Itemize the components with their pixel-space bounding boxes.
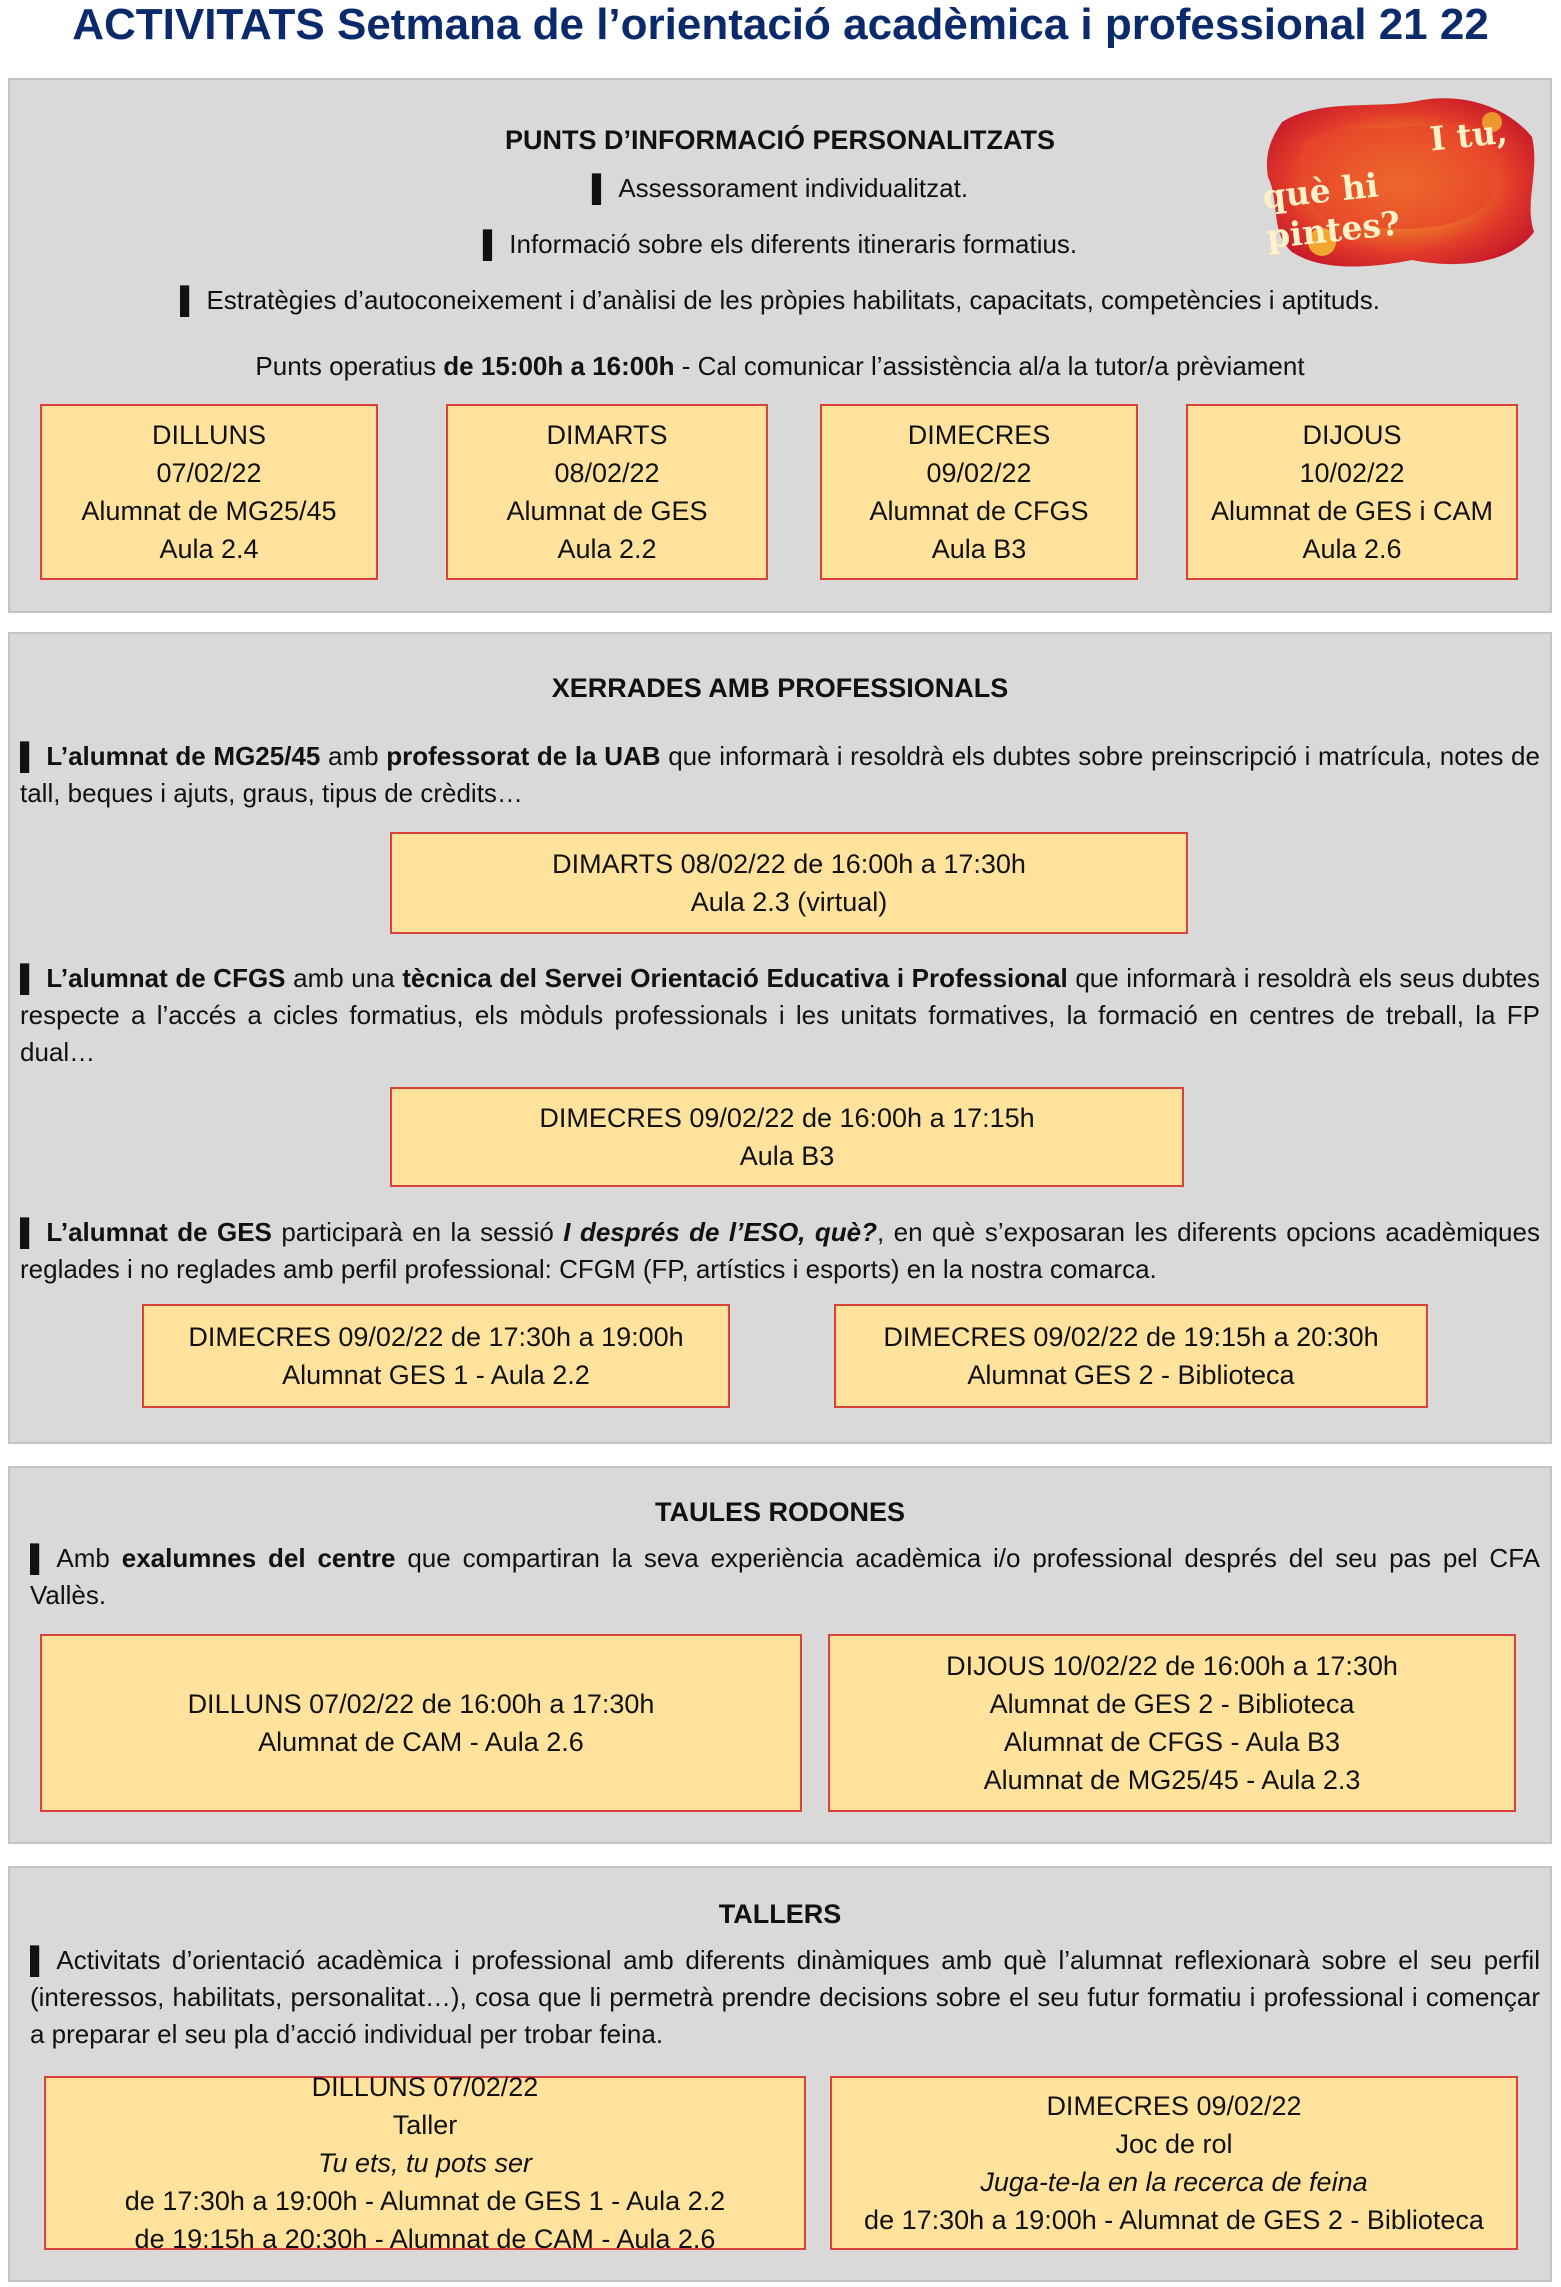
page-title: ACTIVITATS Setmana de l’orientació acadè… [72, 0, 1489, 49]
tallers-box-2: DIMECRES 09/02/22 Joc de rol Juga-te-la … [830, 2076, 1518, 2250]
tallers-paragraph: ▌Activitats d’orientació acadèmica i pro… [30, 1945, 1540, 2049]
punts-day-box-2: DIMARTS 08/02/22 Alumnat de GES Aula 2.2 [446, 404, 768, 580]
xerrades-box-ges1: DIMECRES 09/02/22 de 17:30h a 19:00h Alu… [142, 1304, 730, 1408]
xerrades-box-cfgs: DIMECRES 09/02/22 de 16:00h a 17:15h Aul… [390, 1087, 1184, 1187]
punts-day-box-1: DILLUNS 07/02/22 Alumnat de MG25/45 Aula… [40, 404, 378, 580]
taules-box-cam: DILLUNS 07/02/22 de 16:00h a 17:30h Alum… [40, 1634, 802, 1812]
xerrades-paragraph-cfgs: ▌L’alumnat de CFGS amb una tècnica del S… [20, 963, 1540, 1067]
bullet-icon: ▌ [20, 1217, 39, 1247]
taules-paragraph: ▌Amb exalumnes del centre que compartira… [30, 1543, 1540, 1610]
punts-day-box-4: DIJOUS 10/02/22 Alumnat de GES i CAM Aul… [1186, 404, 1518, 580]
bullet-icon: ▌ [591, 173, 611, 203]
section-heading-punts: PUNTS D’INFORMACIÓ PERSONALITZATS [505, 125, 1055, 155]
i-tu-que-hi-pintes-logo: I tu, què hi pintes? [1261, 92, 1540, 274]
section-heading-tallers: TALLERS [718, 1899, 842, 1929]
section-heading-xerrades: XERRADES AMB PROFESSIONALS [551, 673, 1009, 703]
bullet-icon: ▌ [20, 963, 39, 993]
tallers-box-1: DILLUNS 07/02/22 Taller Tu ets, tu pots … [44, 2072, 806, 2254]
bullet-icon: ▌ [482, 229, 502, 259]
taules-box-multi: DIJOUS 10/02/22 de 16:00h a 17:30h Alumn… [828, 1634, 1516, 1812]
xerrades-paragraph-mg2545: ▌L’alumnat de MG25/45 amb professorat de… [20, 741, 1540, 808]
punts-item-3: ▌Estratègies d’autoconeixement i d’anàli… [180, 285, 1380, 315]
bullet-icon: ▌ [20, 741, 39, 771]
paint-splash-icon [1266, 98, 1535, 267]
xerrades-box-ges2: DIMECRES 09/02/22 de 19:15h a 20:30h Alu… [834, 1304, 1428, 1408]
punts-item-2: ▌Informació sobre els diferents itinerar… [482, 229, 1078, 259]
section-heading-taules: TAULES RODONES [654, 1497, 905, 1527]
logo-text: I tu, què hi pintes? [1260, 111, 1510, 257]
punts-item-1: ▌Assessorament individualitzat. [591, 173, 969, 203]
punts-hours: Punts operatius de 15:00h a 16:00h - Cal… [255, 351, 1305, 381]
xerrades-box-mg2545: DIMARTS 08/02/22 de 16:00h a 17:30h Aula… [390, 832, 1188, 934]
punts-day-box-3: DIMECRES 09/02/22 Alumnat de CFGS Aula B… [820, 404, 1138, 580]
bullet-icon: ▌ [30, 1543, 49, 1573]
bullet-icon: ▌ [180, 285, 199, 315]
bullet-icon: ▌ [30, 1945, 49, 1975]
xerrades-paragraph-ges: ▌L’alumnat de GES participarà en la sess… [20, 1217, 1540, 1284]
